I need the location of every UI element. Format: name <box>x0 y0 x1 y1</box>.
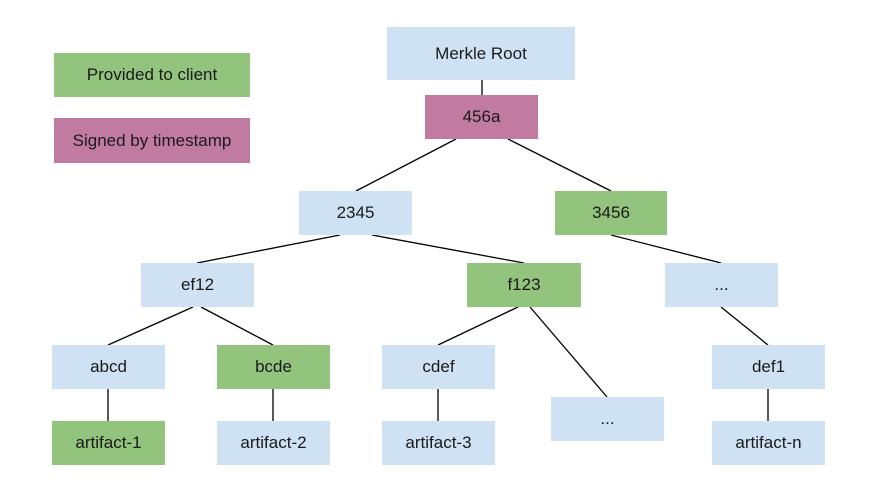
node-def1: def1 <box>712 345 825 389</box>
node-bcde: bcde <box>217 345 330 389</box>
node-abcd: abcd <box>52 345 165 389</box>
node-456a: 456a <box>425 95 538 139</box>
edge-ef12-bcde <box>200 306 274 346</box>
edge-456a-3456 <box>507 138 612 192</box>
node-artifact-n: artifact-n <box>712 421 825 465</box>
node-2345: 2345 <box>299 191 412 235</box>
edge-ellipsis-def1 <box>720 306 769 346</box>
node-3456: 3456 <box>555 191 667 235</box>
node-artifact-3: artifact-3 <box>382 421 495 465</box>
legend-signed-by-timestamp: Signed by timestamp <box>54 118 250 163</box>
edge-2345-ef12 <box>196 234 341 264</box>
node-ellipsis-upper: ... <box>665 263 778 307</box>
edge-f123-ellipsis <box>529 306 608 398</box>
node-artifact-2: artifact-2 <box>217 421 330 465</box>
node-artifact-1: artifact-1 <box>52 421 165 465</box>
node-merkle-root: Merkle Root <box>387 27 575 80</box>
edge-2345-f123 <box>371 234 525 264</box>
edge-f123-cdef <box>437 306 519 346</box>
node-ellipsis-lower: ... <box>551 397 664 441</box>
node-f123: f123 <box>467 263 581 307</box>
edge-ef12-abcd <box>107 306 194 346</box>
node-cdef: cdef <box>382 345 495 389</box>
edge-3456-ellipsis <box>610 234 722 264</box>
edge-456a-2345 <box>355 138 457 192</box>
legend-provided-to-client: Provided to client <box>54 53 250 97</box>
node-ef12: ef12 <box>141 263 254 307</box>
